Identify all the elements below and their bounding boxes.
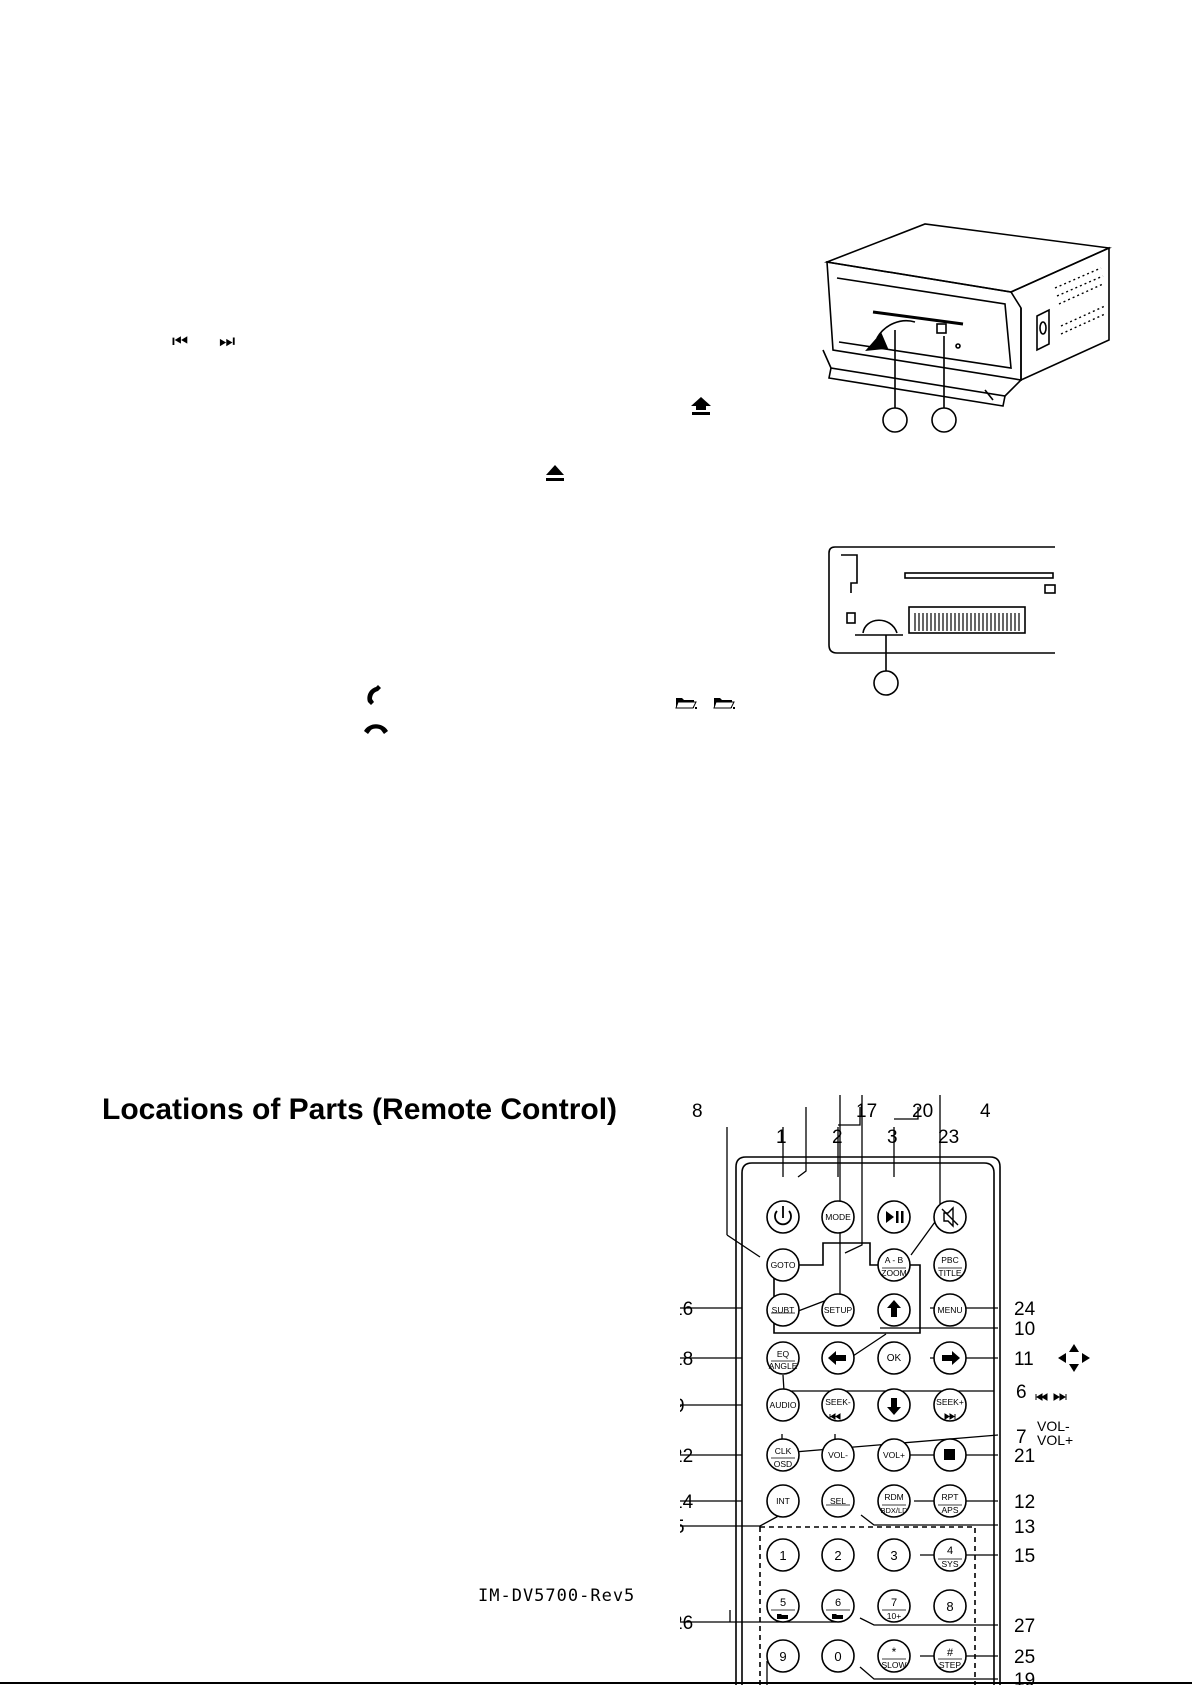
prev-track-icon: ⏮ bbox=[172, 331, 189, 352]
btn-sel[interactable]: SEL bbox=[830, 1496, 846, 1506]
btn-bdxld[interactable]: BDX/LD bbox=[880, 1506, 908, 1515]
btn-digit-7[interactable]: 7 bbox=[891, 1597, 897, 1609]
folder-up-icon bbox=[713, 698, 735, 709]
btn-digit-3[interactable]: 3 bbox=[890, 1548, 897, 1563]
btn-subt[interactable]: SUBT bbox=[772, 1305, 795, 1315]
callout-14: 14 bbox=[680, 1492, 694, 1513]
phone-hangup-icon bbox=[364, 724, 388, 734]
callout-4: 4 bbox=[980, 1101, 991, 1122]
nav-arrows-icon bbox=[1058, 1344, 1090, 1372]
btn-int[interactable]: INT bbox=[776, 1496, 790, 1506]
callout-1: 1 bbox=[776, 1127, 787, 1148]
callout-22: 22 bbox=[680, 1446, 693, 1467]
btn-menu[interactable]: MENU bbox=[937, 1305, 962, 1315]
btn-ten-plus[interactable]: 10+ bbox=[887, 1611, 901, 1621]
btn-clk[interactable]: CLK bbox=[775, 1446, 792, 1456]
btn-hash[interactable]: # bbox=[947, 1647, 954, 1659]
callout-27: 27 bbox=[1014, 1616, 1035, 1637]
callout-19: 19 bbox=[1014, 1670, 1035, 1685]
callout-26: 26 bbox=[680, 1613, 693, 1634]
btn-digit-4[interactable]: 4 bbox=[947, 1545, 953, 1557]
remote-body-outline bbox=[735, 1156, 1001, 1685]
panel-closeup-illustration bbox=[828, 546, 1056, 696]
panel-release-icon bbox=[691, 397, 711, 415]
btn-setup[interactable]: SETUP bbox=[824, 1305, 853, 1315]
btn-goto[interactable]: GOTO bbox=[771, 1260, 796, 1270]
next-track-icon: ⏭ bbox=[219, 331, 236, 352]
btn-eq[interactable]: EQ bbox=[777, 1349, 790, 1359]
callout-25: 25 bbox=[1014, 1647, 1035, 1668]
legend-vol-plus: VOL+ bbox=[1037, 1432, 1073, 1448]
callout-12: 12 bbox=[1014, 1492, 1035, 1513]
btn-step[interactable]: STEP bbox=[939, 1660, 962, 1670]
numpad-outline bbox=[759, 1526, 976, 1685]
callout-7: 7 bbox=[1016, 1427, 1027, 1448]
head-unit-illustration bbox=[822, 223, 1112, 433]
btn-digit-1[interactable]: 1 bbox=[779, 1548, 786, 1563]
btn-digit-0[interactable]: 0 bbox=[834, 1649, 841, 1664]
callout-23: 23 bbox=[938, 1127, 959, 1148]
btn-pbc[interactable]: PBC bbox=[941, 1255, 958, 1265]
btn-angle[interactable]: ANGLE bbox=[769, 1361, 798, 1371]
btn-audio[interactable]: AUDIO bbox=[770, 1400, 797, 1410]
btn-digit-6[interactable]: 6 bbox=[835, 1597, 841, 1609]
btn-aps[interactable]: APS bbox=[941, 1505, 958, 1515]
callout-8: 8 bbox=[692, 1101, 703, 1122]
skip-icons bbox=[1035, 1393, 1067, 1401]
phone-answer-icon bbox=[367, 685, 381, 705]
callout-3: 3 bbox=[887, 1127, 898, 1148]
btn-digit-2[interactable]: 2 bbox=[834, 1548, 841, 1563]
btn-title[interactable]: TITLE bbox=[938, 1268, 961, 1278]
btn-star[interactable]: * bbox=[892, 1645, 897, 1659]
btn-osd[interactable]: OSD bbox=[774, 1459, 792, 1469]
btn-zoom[interactable]: ZOOM bbox=[881, 1268, 907, 1278]
btn-ok[interactable]: OK bbox=[887, 1353, 902, 1364]
callout-10: 10 bbox=[1014, 1319, 1035, 1340]
callout-16: 16 bbox=[680, 1299, 693, 1320]
btn-vol-minus[interactable]: VOL- bbox=[828, 1450, 848, 1460]
btn-vol-plus[interactable]: VOL+ bbox=[883, 1450, 905, 1460]
folder-down-icon bbox=[675, 698, 697, 709]
callout-11: 11 bbox=[1014, 1349, 1034, 1370]
document-id: IM-DV5700-Rev5 bbox=[478, 1586, 636, 1606]
section-heading: Locations of Parts (Remote Control) bbox=[102, 1093, 618, 1126]
callout-24: 24 bbox=[1014, 1299, 1036, 1320]
callout-5: 5 bbox=[680, 1517, 685, 1538]
btn-seek-minus[interactable]: SEEK- bbox=[825, 1397, 851, 1407]
callout-9: 9 bbox=[680, 1396, 685, 1417]
btn-digit-5[interactable]: 5 bbox=[780, 1597, 786, 1609]
btn-ab[interactable]: A - B bbox=[885, 1255, 904, 1265]
callout-13: 13 bbox=[1014, 1517, 1035, 1538]
callout-15: 15 bbox=[1014, 1546, 1035, 1567]
btn-mode[interactable]: MODE bbox=[825, 1212, 851, 1222]
legend-vol-minus: VOL- bbox=[1037, 1418, 1070, 1434]
callout-20: 20 bbox=[912, 1101, 933, 1122]
bottom-rule bbox=[0, 1682, 1192, 1684]
btn-rpt[interactable]: RPT bbox=[942, 1492, 959, 1502]
btn-digit-8[interactable]: 8 bbox=[946, 1599, 953, 1614]
callout-18: 18 bbox=[680, 1349, 693, 1370]
callout-6: 6 bbox=[1016, 1382, 1027, 1403]
btn-sys[interactable]: SYS bbox=[941, 1559, 958, 1569]
callout-21: 21 bbox=[1014, 1446, 1035, 1467]
callout-2: 2 bbox=[832, 1127, 843, 1148]
remote-control-diagram: MODE GOTO A - B ZOOM PBC TITLE SUBT SETU… bbox=[680, 1095, 1090, 1685]
btn-rdm[interactable]: RDM bbox=[884, 1492, 903, 1502]
btn-seek-plus[interactable]: SEEK+ bbox=[936, 1397, 964, 1407]
callout-17: 17 bbox=[856, 1101, 877, 1122]
eject-icon bbox=[546, 465, 564, 481]
btn-digit-9[interactable]: 9 bbox=[779, 1649, 786, 1664]
btn-slow[interactable]: SLOW bbox=[881, 1660, 906, 1670]
